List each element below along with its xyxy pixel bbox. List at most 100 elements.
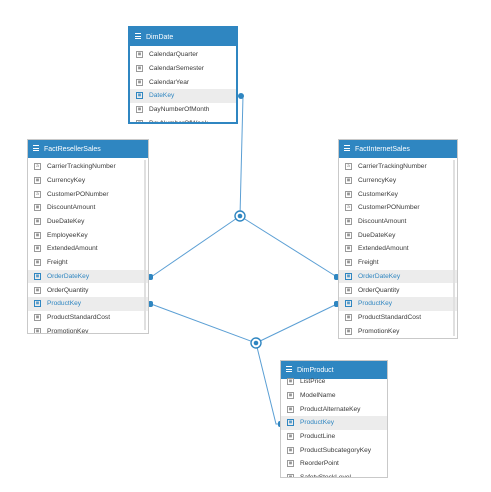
field-row[interactable]: ▦DiscountAmount (339, 215, 457, 229)
field-row[interactable]: ▦ Freight (339, 256, 457, 270)
field-label: ProductStandardCost (47, 313, 111, 321)
field-row[interactable]: ▦ ProductStandardCost (28, 311, 148, 325)
field-row[interactable]: ▦OrderQuantity (339, 283, 457, 297)
table-dimdate[interactable]: DimDate ▦CalendarQuarter▦CalendarSemeste… (128, 26, 238, 124)
field-label: PromotionKey (358, 327, 400, 335)
field-row[interactable]: ▦ExtendedAmount (28, 242, 148, 256)
relationship-hub-bottom[interactable] (250, 337, 262, 349)
field-row[interactable]: ▦Freight (28, 256, 148, 270)
table-header[interactable]: DimProduct (281, 361, 387, 379)
field-row[interactable]: ▦ ProductKey (281, 416, 387, 430)
text-icon: a (34, 190, 41, 198)
table-header[interactable]: FactInternetSales (339, 140, 457, 158)
calc-icon: ▦ (34, 313, 41, 321)
calc-icon: ▦ (34, 272, 41, 280)
calc-icon: ▦ (287, 419, 294, 427)
field-row[interactable]: ▦PromotionKey (339, 324, 457, 338)
field-list: ▦ListPrice▦ModelName▦ProductAlternateKey… (281, 375, 387, 477)
field-row[interactable]: ▦ProductKey (339, 296, 457, 311)
field-label: ProductKey (47, 300, 82, 308)
field-row[interactable]: ▦DayNumberOfWeek (130, 116, 236, 122)
field-label: CalendarYear (149, 78, 190, 86)
field-label: CustomerPONumber (358, 204, 420, 212)
field-label: CalendarSemester (149, 65, 204, 73)
connector-end (334, 301, 339, 307)
field-row[interactable]: ▦ListPrice (281, 375, 387, 389)
field-label: DayNumberOfMonth (149, 106, 210, 114)
field-label: ProductKey (358, 300, 393, 308)
calc-icon: ▦ (287, 460, 294, 468)
field-row[interactable]: ▦SafetyStockLevel (281, 471, 387, 477)
relationship-hub-top[interactable] (234, 210, 246, 222)
field-row[interactable]: ▦ProductAlternateKey (281, 402, 387, 416)
table-dimproduct[interactable]: DimProduct ▦ListPrice▦ModelName▦ProductA… (280, 360, 388, 478)
field-label: OrderDateKey (358, 272, 401, 280)
field-label: CustomerPONumber (47, 190, 109, 198)
field-row[interactable]: ▦ProductStandardCost (339, 311, 457, 325)
field-row[interactable]: ▦CurrencyKey (28, 174, 148, 188)
field-row[interactable]: a CustomerPONumber (28, 187, 148, 201)
field-row[interactable]: ▦CalendarQuarter (130, 48, 236, 62)
calc-icon: ▦ (34, 300, 41, 308)
field-row[interactable]: ▦DayNumberOfMonth (130, 103, 236, 117)
relationship-line-product-internet[interactable] (255, 303, 338, 344)
field-row[interactable]: a CarrierTrackingNumber (339, 160, 457, 174)
relationship-line-dimdate[interactable] (239, 95, 244, 217)
field-row[interactable]: ▦ModelName (281, 389, 387, 403)
field-row[interactable]: ▦DiscountAmount (28, 201, 148, 215)
calc-icon: ▦ (345, 177, 352, 185)
table-factinternetsales[interactable]: FactInternetSales a CarrierTrackingNumber… (338, 139, 458, 339)
field-row[interactable]: ▦CalendarYear (130, 75, 236, 89)
field-label: DueDateKey (358, 231, 396, 239)
calc-icon: ▦ (287, 433, 294, 441)
field-label: Freight (358, 259, 379, 267)
field-label: CarrierTrackingNumber (47, 163, 116, 171)
field-row[interactable]: ▦DueDateKey (28, 215, 148, 229)
calc-icon: ▦ (345, 190, 352, 198)
field-row[interactable]: ▦ ProductKey (28, 296, 148, 311)
field-row[interactable]: ▦CustomerKey (339, 187, 457, 201)
field-row[interactable]: ▦OrderDateKey (339, 269, 457, 284)
text-icon: a (345, 163, 352, 171)
field-label: CarrierTrackingNumber (358, 163, 427, 171)
field-label: ModelName (300, 392, 336, 400)
field-list: ▦CalendarQuarter▦CalendarSemester▦Calend… (130, 46, 236, 122)
field-row[interactable]: ▦DueDateKey (339, 228, 457, 242)
field-row[interactable]: ▦CalendarSemester (130, 62, 236, 76)
relationship-line-orderdate-internet[interactable] (239, 215, 338, 278)
table-title: DimDate (146, 33, 174, 41)
calc-icon: ▦ (345, 259, 352, 267)
calc-icon: ▦ (34, 286, 41, 294)
relationship-line-product-reseller[interactable] (150, 303, 257, 344)
field-label: DiscountAmount (47, 204, 96, 212)
field-row[interactable]: ▦CurrencyKey (339, 174, 457, 188)
table-title: FactResellerSales (44, 145, 101, 153)
field-row[interactable]: ▦OrderDateKey (28, 269, 148, 284)
field-row[interactable]: ▦ProductLine (281, 430, 387, 444)
field-row[interactable]: ▦ReorderPoint (281, 457, 387, 471)
field-row[interactable]: ▦EmployeeKey (28, 228, 148, 242)
field-row[interactable]: ▦PromotionKey (28, 324, 148, 333)
table-header[interactable]: FactResellerSales (28, 140, 148, 158)
field-label: ProductKey (300, 419, 335, 427)
relationship-line-orderdate-reseller[interactable] (150, 215, 241, 278)
table-title: DimProduct (297, 366, 334, 374)
scrollbar[interactable] (144, 160, 146, 330)
relationship-line-dimproduct[interactable] (255, 342, 281, 425)
table-header[interactable]: DimDate (130, 28, 236, 46)
calc-icon: ▦ (287, 378, 294, 386)
calc-icon: ▦ (34, 245, 41, 253)
scrollbar[interactable] (453, 160, 455, 336)
table-icon (344, 145, 350, 153)
field-label: ExtendedAmount (358, 245, 409, 253)
field-row[interactable]: ▦DateKey (130, 89, 236, 103)
field-label: ProductAlternateKey (300, 405, 361, 413)
field-row[interactable]: ▦OrderQuantity (28, 283, 148, 297)
field-row[interactable]: ▦ProductSubcategoryKey (281, 443, 387, 457)
field-row[interactable]: ▦ExtendedAmount (339, 242, 457, 256)
